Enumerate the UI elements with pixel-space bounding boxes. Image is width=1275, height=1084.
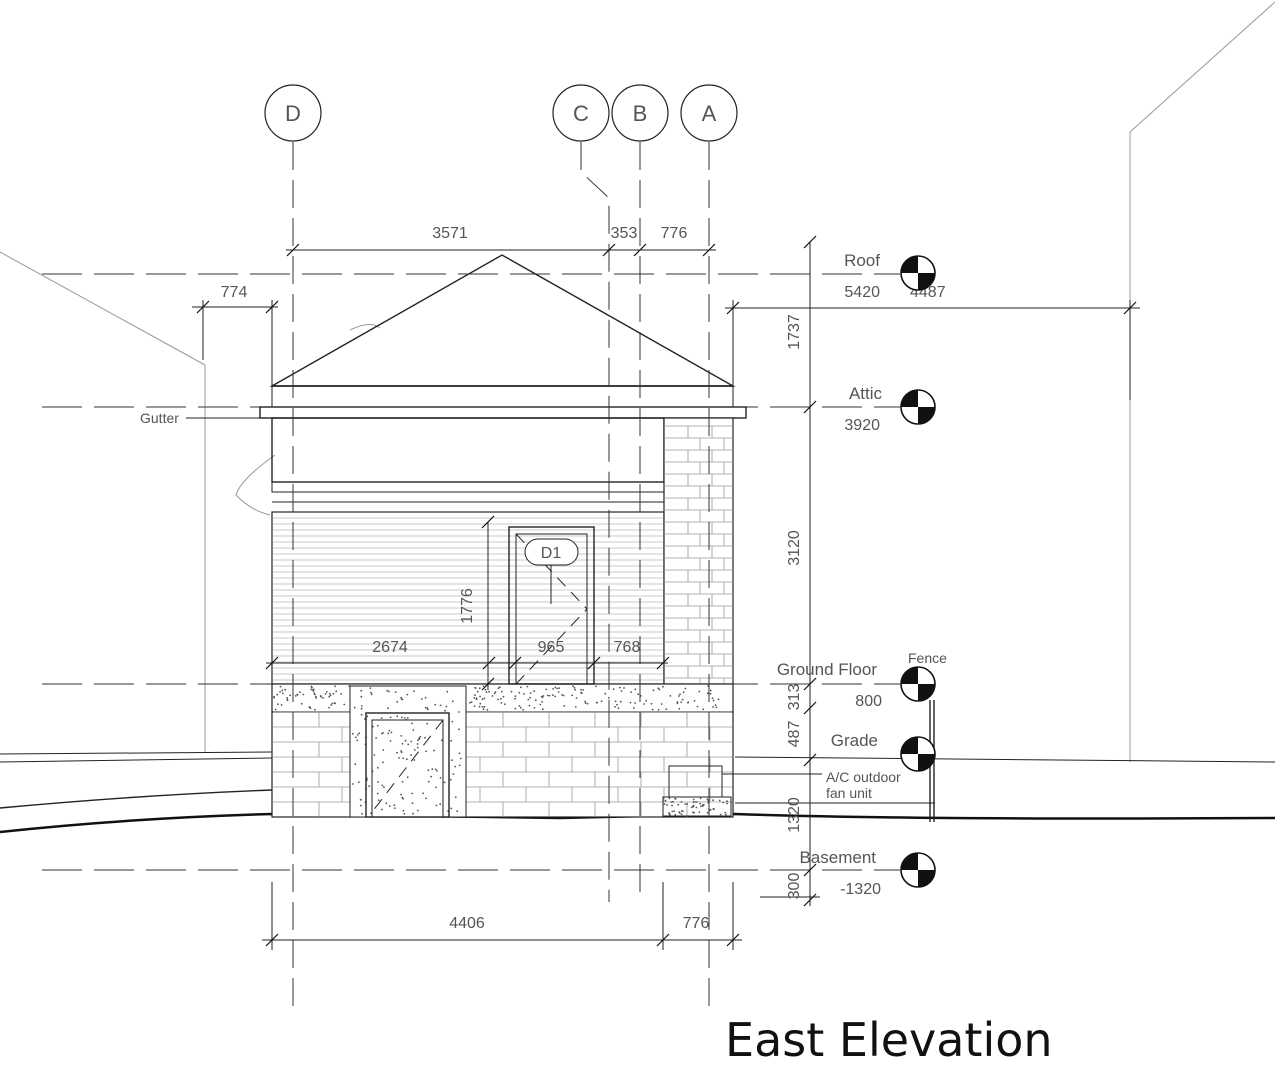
dim-top-3: 776 (661, 225, 688, 242)
level-basement-value: -1320 (840, 881, 881, 898)
siding-wall (271, 511, 665, 685)
dim-vert-5: 1320 (786, 797, 803, 833)
ac-note-line1: A/C outdoor (826, 769, 901, 785)
dim-vert-2: 3120 (786, 530, 803, 566)
dim-vert-4: 487 (786, 721, 803, 748)
drawing-title: East Elevation (725, 1013, 1053, 1067)
level-attic-value: 3920 (844, 417, 880, 434)
dim-floor-2: 965 (538, 639, 565, 656)
grid-lines: D C B A (264, 84, 738, 1012)
level-ground-name: Ground Floor (777, 660, 877, 679)
grid-bubble-b: B (633, 101, 648, 126)
grid-bubble-d: D (285, 101, 301, 126)
foundation (271, 683, 734, 818)
level-roof-name: Roof (844, 251, 880, 270)
grid-bubble-c: C (573, 101, 589, 126)
basement-door (365, 712, 450, 818)
dimensions: 3571 353 776 774 17 (192, 225, 1140, 950)
dim-vert-3: 313 (786, 684, 803, 711)
dim-floor-3: 768 (614, 639, 641, 656)
ac-note-line2: fan unit (826, 785, 872, 801)
dim-vert-6: 300 (786, 873, 803, 900)
level-basement-name: Basement (799, 848, 876, 867)
fence-note: Fence (908, 650, 947, 666)
context-lines (0, 1, 1275, 762)
ground-lines (0, 751, 1275, 834)
gutter-note: Gutter (140, 410, 262, 426)
level-grade-name: Grade (831, 731, 878, 750)
door-d1: D1 (508, 526, 595, 685)
dim-top-2: 353 (611, 225, 638, 242)
brick-column (663, 417, 734, 690)
level-markers: Roof 5420 4487 Attic 3920 Ground Floor 8… (777, 251, 946, 898)
grid-bubble-a: A (702, 101, 717, 126)
dim-bottom-1: 4406 (449, 915, 485, 932)
dim-top-1: 3571 (432, 225, 468, 242)
dim-eave: 774 (221, 284, 248, 301)
level-roof-value: 5420 (844, 284, 880, 301)
door-tag: D1 (541, 545, 562, 562)
level-attic-name: Attic (849, 384, 883, 403)
dim-door-height: 1776 (459, 588, 476, 624)
dim-floor-1: 2674 (372, 639, 408, 656)
ac-unit: A/C outdoor fan unit (662, 765, 901, 817)
dim-bottom-2: 776 (683, 915, 710, 932)
dim-vert-1: 1737 (786, 314, 803, 350)
gutter-label: Gutter (140, 410, 179, 426)
level-ground-value: 800 (855, 693, 882, 710)
